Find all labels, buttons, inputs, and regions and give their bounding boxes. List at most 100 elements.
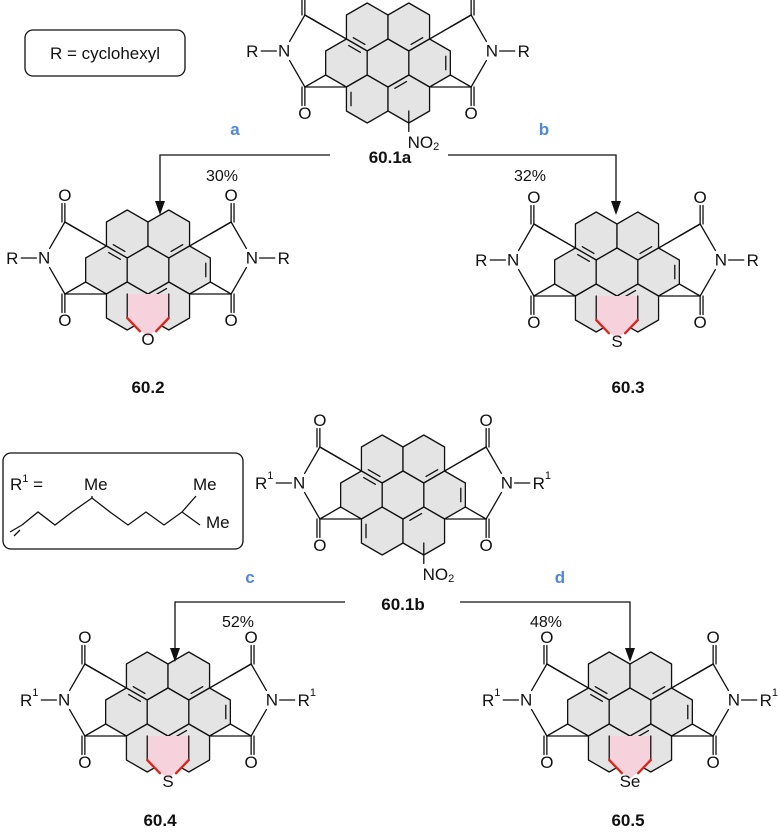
aromatic-ring [381, 470, 425, 520]
chain-bonds [21, 497, 201, 526]
carbonyl-oxygen: O [313, 411, 326, 430]
imide-substituent: R [278, 249, 290, 268]
carbonyl-oxygen: O [58, 311, 71, 330]
carbonyl-oxygen: O [225, 311, 238, 330]
compound-60-1b-label: 60.1b [381, 595, 424, 614]
step-b-label: b [539, 120, 549, 139]
molecules-layer: OONROONRNO2OONROONROOONROONRSOONR1OONR1N… [6, 0, 778, 791]
yield-60-5: 48% [530, 614, 562, 631]
heteroring-fill [609, 736, 651, 780]
imide-substituent: R1 [298, 687, 316, 710]
carbonyl-oxygen: O [694, 188, 707, 207]
r1-label: R [10, 475, 22, 494]
imide-nitrogen: N [58, 691, 70, 710]
aromatic-ring [126, 245, 170, 295]
imide-nitrogen: N [507, 251, 519, 270]
r-definition-text: R = cyclohexyl [50, 44, 160, 63]
carbonyl-oxygen: O [78, 628, 91, 647]
imide-substituent: R [6, 249, 18, 268]
compound-60-1a-label: 60.1a [369, 148, 412, 167]
imide-nitrogen: N [278, 42, 290, 61]
imide-substituent: R1 [482, 687, 500, 710]
r1-chain-structure [9, 494, 201, 537]
bottom-arrow-right [460, 601, 635, 662]
bridging-heteroatom: S [611, 332, 622, 351]
compound-60-4-label: 60.4 [143, 811, 177, 830]
r1-methyl-2: Me [193, 475, 217, 494]
carbonyl-oxygen: O [225, 186, 238, 205]
compound-60-2-label: 60.2 [131, 378, 164, 397]
carbonyl-oxygen: O [527, 313, 540, 332]
imide-substituent: R [747, 251, 759, 270]
imide-nitrogen: N [293, 474, 305, 493]
nitro-group: NO2 [423, 565, 455, 586]
carbonyl-oxygen: O [694, 313, 707, 332]
heteroring-fill [147, 736, 189, 780]
imide-substituent: R [246, 42, 258, 61]
molecule-60-1a: OONROONRNO2 [246, 0, 530, 153]
heteroring-fill [596, 296, 638, 340]
compound-60-3-label: 60.3 [611, 378, 644, 397]
carbonyl-oxygen: O [480, 536, 493, 555]
imide-substituent: R1 [533, 470, 551, 493]
imide-substituent: R [518, 42, 530, 61]
r1-label-sup: 1 [22, 473, 28, 485]
imide-nitrogen: N [520, 691, 532, 710]
imide-substituent: R [475, 251, 487, 270]
heteroring-fill [127, 294, 169, 338]
imide-substituent: R1 [20, 687, 38, 710]
r1-label-eq: = [28, 475, 43, 494]
carbonyl-oxygen: O [245, 753, 258, 772]
carbonyl-oxygen: O [540, 753, 553, 772]
molecule-60-2: O O N R O O N R O [6, 186, 290, 349]
aromatic-ring [595, 247, 639, 297]
r-definition-box: R = cyclohexyl [24, 29, 186, 77]
svg-text:R1 =: R1 = [10, 473, 43, 494]
imide-substituent: R1 [760, 687, 778, 710]
imide-nitrogen: N [728, 691, 740, 710]
imide-nitrogen: N [246, 249, 258, 268]
carbonyl-oxygen: O [313, 536, 326, 555]
r1-methyl-1: Me [84, 475, 108, 494]
aromatic-ring [608, 687, 652, 737]
yield-60-2: 30% [206, 168, 238, 185]
carbonyl-oxygen: O [707, 628, 720, 647]
top-arrow-right [448, 154, 621, 215]
carbonyl-oxygen: O [707, 753, 720, 772]
bridging-heteroatom: S [162, 772, 173, 791]
bridging-heteroatom: O [141, 330, 154, 349]
imide-nitrogen: N [266, 691, 278, 710]
carbonyl-oxygen: O [298, 104, 311, 123]
carbonyl-oxygen: O [480, 411, 493, 430]
carbonyl-oxygen: O [540, 628, 553, 647]
molecule-60-3: O O N R O O N R S [475, 188, 759, 351]
step-a-label: a [230, 120, 240, 139]
imide-nitrogen: N [715, 251, 727, 270]
compound-60-5-label: 60.5 [611, 811, 644, 830]
aromatic-ring [366, 38, 410, 88]
nitro-group: NO2 [408, 133, 440, 154]
step-d-label: d [555, 568, 565, 587]
imide-nitrogen: N [501, 474, 513, 493]
yield-60-3: 32% [514, 168, 546, 185]
carbonyl-oxygen: O [527, 188, 540, 207]
r1-methyl-3: Me [206, 513, 230, 532]
carbonyl-oxygen: O [58, 186, 71, 205]
chain-branch [181, 495, 197, 513]
attachment-wavy-bond [9, 524, 23, 537]
step-c-label: c [245, 568, 254, 587]
yield-60-4: 52% [222, 614, 254, 631]
r1-definition-box: R1 = Me Me Me [2, 452, 244, 550]
bottom-arrow-left [170, 601, 345, 662]
imide-nitrogen: N [486, 42, 498, 61]
carbonyl-oxygen: O [465, 104, 478, 123]
aromatic-ring [146, 687, 190, 737]
carbonyl-oxygen: O [245, 628, 258, 647]
imide-nitrogen: N [38, 249, 50, 268]
imide-substituent: R1 [255, 470, 273, 493]
bridging-heteroatom: Se [620, 772, 641, 791]
